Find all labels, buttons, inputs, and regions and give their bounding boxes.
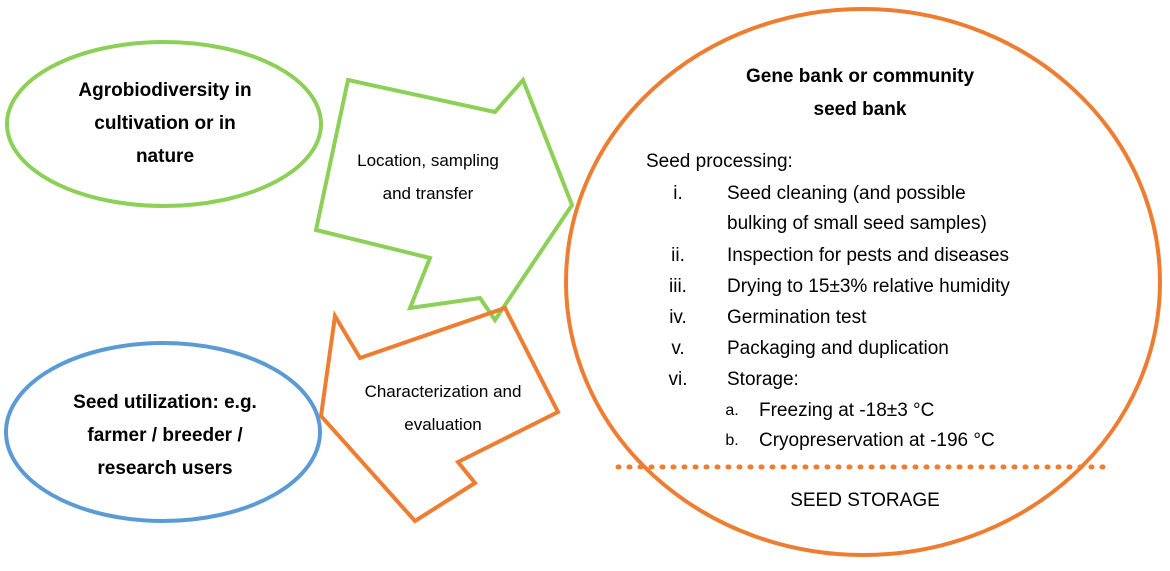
gene-bank-title-line-2: seed bank [813,99,907,120]
step-text: Germination test [727,307,867,328]
seed-utilization-line-1: Seed utilization: e.g. [73,392,257,413]
orange-arrow-line-2: evaluation [404,415,482,434]
agrobiodiversity-line-3: nature [135,146,195,167]
green-transfer-arrow [313,76,575,324]
gene-bank-title: Gene bank or community seed bank [695,60,1025,126]
orange-arrow-line-1: Characterization and [364,382,522,401]
substep-text: Cryopreservation at -196 °C [759,430,995,451]
green-arrow-label: Location, sampling and transfer [338,144,518,210]
step-text: Drying to 15±3% relative humidity [727,276,1010,297]
substep-number: a. [725,402,739,419]
seed-utilization-line-3: research users [97,458,233,479]
substep-text: Freezing at -18±3 °C [759,400,935,421]
seed-utilization-label: Seed utilization: e.g. farmer / breeder … [40,386,290,485]
seed-utilization-line-2: farmer / breeder / [87,425,243,446]
step-text: Storage: [727,369,799,390]
step-text-continued: bulking of small seed samples) [727,213,987,234]
step-text: Inspection for pests and diseases [727,245,1010,266]
step-number: vi. [668,369,688,390]
agrobiodiversity-oval [5,40,323,208]
step-number: iv. [669,307,687,328]
green-arrow-line-1: Location, sampling [357,151,499,170]
step-text: Seed cleaning (and possible [727,183,966,204]
substep-number: b. [725,432,739,449]
step-number: v. [671,338,685,359]
gene-bank-title-line-1: Gene bank or community [745,66,975,87]
step-number: i. [673,183,683,204]
agrobiodiversity-line-1: Agrobiodiversity in [78,80,252,101]
gene-bank-circle [564,7,1162,557]
green-arrow-line-2: and transfer [382,184,474,203]
step-number: iii. [669,276,687,297]
orange-arrow-label: Characterization and evaluation [343,375,543,441]
step-text: Packaging and duplication [727,338,949,359]
agrobiodiversity-line-2: cultivation or in [94,113,236,134]
orange-evaluation-arrow [318,305,561,524]
step-number: ii. [671,245,685,266]
agrobiodiversity-label: Agrobiodiversity in cultivation or in na… [40,74,290,173]
seed-utilization-oval [4,341,322,523]
seed-processing-heading: Seed processing: [646,151,793,172]
seed-storage-label: SEED STORAGE [790,490,940,511]
